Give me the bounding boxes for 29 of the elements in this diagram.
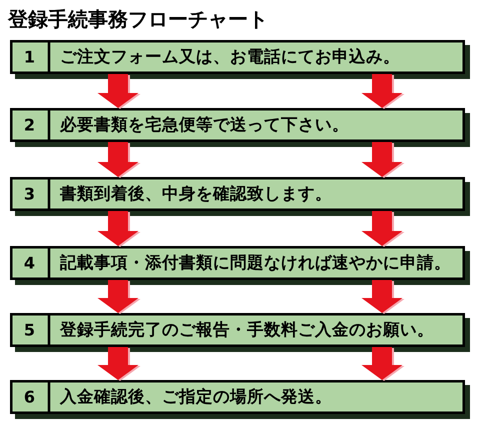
step-box (10, 108, 470, 147)
step-number: 3 (24, 184, 36, 204)
arrow (98, 347, 138, 380)
step-text: 書類到着後、中身を確認致します。 (60, 184, 332, 204)
step-box (10, 40, 470, 79)
arrow (362, 142, 402, 177)
arrow (362, 74, 402, 108)
step-number: 2 (24, 115, 36, 135)
arrow (362, 280, 402, 313)
arrow (362, 211, 402, 246)
step-box (10, 177, 470, 216)
step-text: 必要書類を宅急便等で送って下さい。 (60, 115, 349, 135)
step-number: 4 (24, 253, 36, 273)
arrow (98, 280, 138, 313)
step-text: ご注文フォーム又は、お電話にてお申込み。 (60, 47, 400, 67)
step-text: 登録手続完了のご報告・手数料ご入金のお願い。 (60, 320, 434, 340)
step-box (10, 380, 470, 419)
arrow (98, 74, 138, 108)
step-number: 6 (24, 387, 36, 407)
step-box (10, 313, 470, 352)
step-text: 記載事項・添付書類に問題なければ速やかに申請。 (60, 253, 451, 273)
step-number: 5 (24, 320, 36, 340)
step-text: 入金確認後、ご指定の場所へ発送。 (60, 387, 332, 407)
step-number: 1 (24, 47, 36, 67)
step-box (10, 246, 470, 285)
title: 登録手続事務フローチャート (8, 7, 268, 31)
arrow (362, 347, 402, 380)
arrow (98, 142, 138, 177)
arrow (98, 211, 138, 246)
